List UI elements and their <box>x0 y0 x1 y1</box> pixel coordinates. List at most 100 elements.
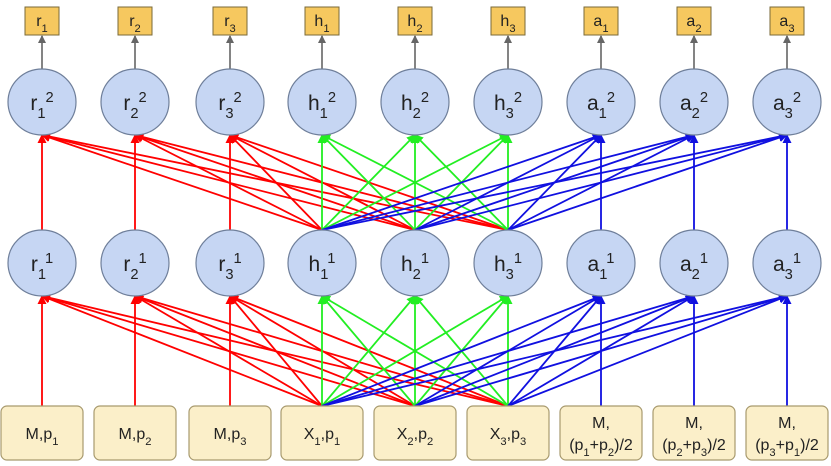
output-box-r2: r2 <box>117 6 153 36</box>
node-label: a22 <box>680 90 708 122</box>
edge-x-to-a1 <box>321 293 788 407</box>
input-box-3: M,p3 <box>188 405 272 461</box>
node-h1-layer1: h11 <box>287 229 357 297</box>
edges-group <box>37 35 792 407</box>
output-label: h1 <box>314 13 329 35</box>
node-label: r21 <box>123 251 146 283</box>
node-label: a21 <box>680 251 708 283</box>
output-label: r3 <box>224 13 236 35</box>
output-label: a3 <box>779 13 794 35</box>
node-h2-layer2: h22 <box>380 68 450 136</box>
edge-x-to-a1 <box>321 293 695 407</box>
node-a2-layer2: a22 <box>659 68 729 136</box>
node-label: h11 <box>309 251 336 283</box>
edge-x-to-h1 <box>321 295 509 407</box>
input-box-5: X2,p2 <box>373 405 457 461</box>
input-box-6: X3,p3 <box>466 405 550 461</box>
node-r2-layer2: r22 <box>100 68 170 136</box>
input-label-line2: (p3+p1)/2 <box>755 437 819 459</box>
node-a3-layer2: a32 <box>752 68 822 136</box>
output-label: r1 <box>36 13 48 35</box>
input-box-1: M,p1 <box>0 405 84 461</box>
output-label: a1 <box>593 13 608 35</box>
node-h1-layer2: h12 <box>287 68 357 136</box>
node-r1-layer2: r12 <box>7 68 77 136</box>
output-box-r3: r3 <box>212 6 248 36</box>
input-label: X1,p1 <box>304 426 340 448</box>
edge-x-to-a1 <box>507 294 788 407</box>
output-label: h2 <box>407 13 422 35</box>
edge-h1-to-r2 <box>41 133 323 231</box>
edge-x-to-h1 <box>321 295 416 407</box>
input-box-2: M,p2 <box>93 405 177 461</box>
edge-x-to-a1 <box>321 294 602 407</box>
node-label: h22 <box>401 90 429 122</box>
edge-x-to-r1 <box>134 295 323 407</box>
edge-h1-to-r2 <box>229 134 323 231</box>
node-label: a32 <box>773 90 801 122</box>
output-box-h2: h2 <box>397 6 433 36</box>
output-label: h3 <box>500 13 515 35</box>
input-box-8: M, (p2+p3)/2 <box>652 405 736 461</box>
input-label: X2,p2 <box>397 426 433 448</box>
output-box-a3: a3 <box>769 6 805 36</box>
edge-h1-to-h2 <box>321 134 509 231</box>
output-box-h1: h1 <box>304 6 340 36</box>
node-a1-layer2: a12 <box>566 68 636 136</box>
input-label-line1: M, <box>685 415 703 432</box>
edge-h1-to-r2 <box>134 134 323 231</box>
node-r1-layer1: r11 <box>7 229 77 297</box>
output-label: a2 <box>686 13 701 35</box>
node-label: h31 <box>494 251 522 283</box>
node-r2-layer1: r21 <box>100 229 170 297</box>
node-a1-layer1: a11 <box>566 229 636 297</box>
output-box-a2: a2 <box>676 6 712 36</box>
node-label: h12 <box>308 90 336 122</box>
layer-2-nodes: r12 r22 r32 h12 h22 h32 a12 a22 a32 <box>7 68 822 136</box>
node-label: r32 <box>218 90 241 122</box>
node-h3-layer1: h31 <box>473 229 543 297</box>
node-label: h32 <box>494 90 522 122</box>
input-label-line2: (p1+p2)/2 <box>569 437 633 459</box>
layer-1-nodes: r11 r21 r31 h11 h21 h31 a11 a21 a31 <box>7 229 822 297</box>
node-label: r12 <box>30 90 53 122</box>
input-box-9: M, (p3+p1)/2 <box>745 405 829 461</box>
node-r3-layer1: r31 <box>195 229 265 297</box>
input-label-line1: M, <box>778 415 796 432</box>
edge-x-to-a1 <box>414 293 788 407</box>
input-label-line1: M, <box>592 415 610 432</box>
node-label: a31 <box>773 251 801 283</box>
output-box-h3: h3 <box>490 6 526 36</box>
output-boxes: r1 r2 r3 h1 h2 h3 a1 a2 a3 <box>24 6 805 36</box>
input-box-4: X1,p1 <box>280 405 364 461</box>
edge-x-to-r1 <box>41 294 323 407</box>
output-label: r2 <box>129 13 141 35</box>
node-a3-layer1: a31 <box>752 229 822 297</box>
node-label: r22 <box>123 90 146 122</box>
input-label: X3,p3 <box>490 426 526 448</box>
output-box-r1: r1 <box>24 6 60 36</box>
edge-h1-to-a2 <box>321 132 788 231</box>
input-label: M,p1 <box>26 426 59 448</box>
node-a2-layer1: a21 <box>659 229 729 297</box>
edge-h1-to-a2 <box>321 133 602 231</box>
node-label: a12 <box>587 90 615 122</box>
edge-x-to-r1 <box>229 295 323 407</box>
node-h2-layer1: h21 <box>380 229 450 297</box>
node-label: r11 <box>31 251 53 283</box>
input-label: M,p2 <box>119 426 152 448</box>
node-label: h21 <box>401 251 429 283</box>
output-box-a1: a1 <box>583 6 619 36</box>
edge-h1-to-a2 <box>414 132 788 231</box>
edge-h1-to-h2 <box>321 134 416 231</box>
node-label: a11 <box>588 251 615 283</box>
input-label-line2: (p2+p3)/2 <box>662 437 726 459</box>
input-label: M,p3 <box>214 426 247 448</box>
node-label: r31 <box>218 251 241 283</box>
node-h3-layer2: h32 <box>473 68 543 136</box>
input-box-7: M, (p1+p2)/2 <box>559 405 643 461</box>
edge-h1-to-a2 <box>321 132 695 231</box>
node-r3-layer2: r32 <box>195 68 265 136</box>
